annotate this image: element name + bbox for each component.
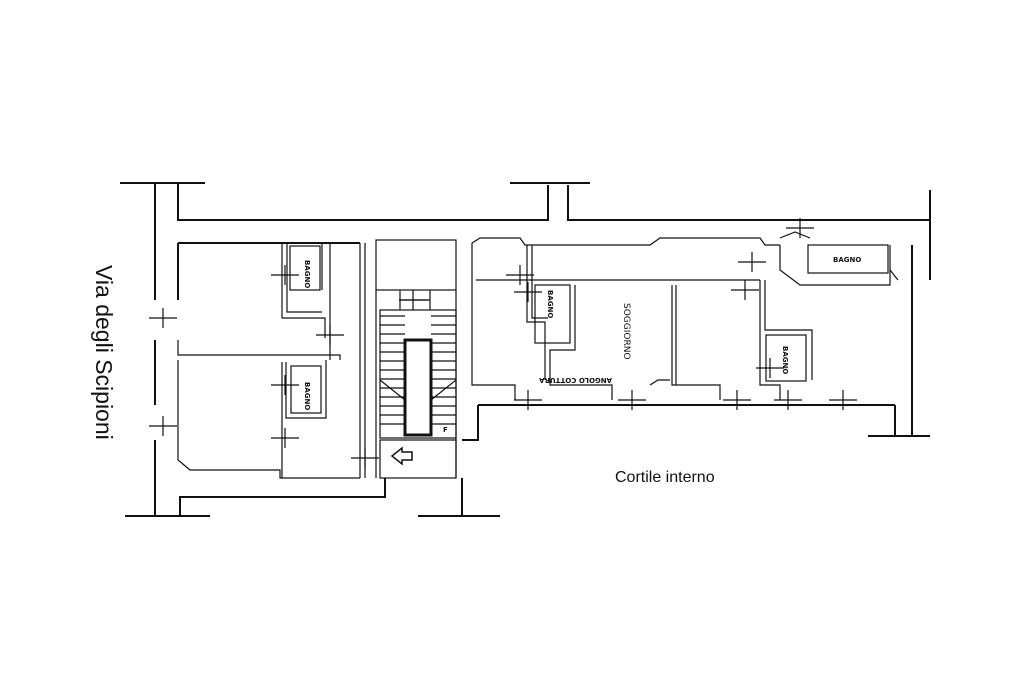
bath-label-4: BAGNO <box>781 346 789 374</box>
living-room-label: SOGGIORNO <box>621 303 631 360</box>
outer-walls <box>120 182 931 517</box>
bath-label-2: BAGNO <box>303 382 311 410</box>
window-marks <box>149 218 857 468</box>
left-rooms <box>177 243 366 479</box>
bath-label-5: BAGNO <box>833 256 861 264</box>
entry-arrow-icon <box>390 446 413 466</box>
street-label: Via degli Scipioni <box>91 265 117 440</box>
svg-text:F: F <box>443 426 448 434</box>
right-rooms <box>471 231 899 400</box>
courtyard-label: Cortile interno <box>615 469 715 486</box>
bath-label-3: BAGNO <box>546 290 554 318</box>
kitchenette-label: ANGOLO COTTURA <box>539 376 612 384</box>
stairwell: F <box>375 239 457 479</box>
bath-label-1: BAGNO <box>303 260 311 288</box>
stair-core <box>403 338 433 437</box>
